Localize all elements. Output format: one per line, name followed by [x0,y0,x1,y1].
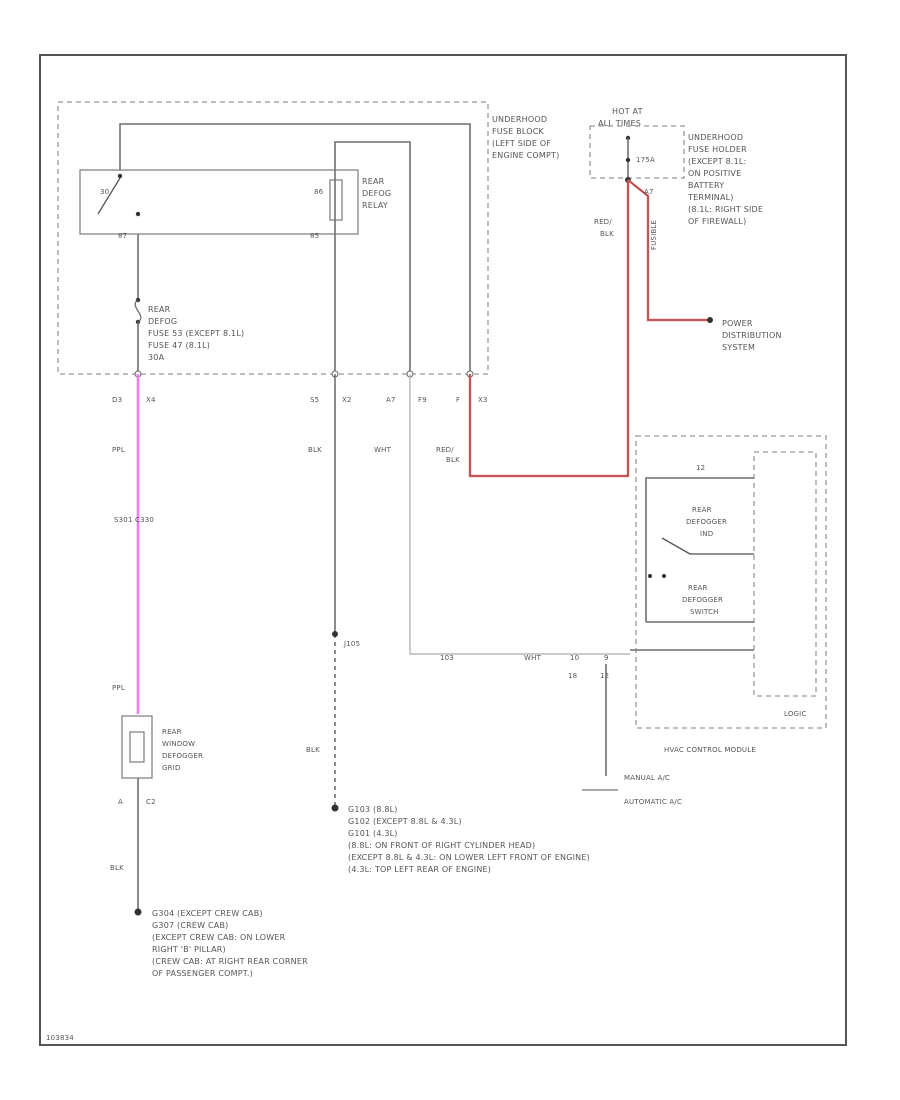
splice-label: S301 C330 [114,516,154,524]
hot-at-all-times: HOT AT ALL TIMES [598,107,645,128]
fuse-block-label: UNDERHOOD FUSE BLOCK (LEFT SIDE OF ENGIN… [492,115,559,160]
relay-coil [329,179,343,221]
splice-j105-label: J105 [343,640,360,648]
grid-pin-a: A [118,798,123,806]
page-frame [39,54,847,1046]
fuse-holder-boundary [589,125,685,179]
fusible-link-wire-core [627,179,708,321]
hot-dot-mid [625,157,631,163]
hvac-module-boundary [635,435,827,729]
fuse-size-label: A7 [644,188,654,196]
relay-pin-30: 30 [100,188,109,196]
relay-name: REAR DEFOG RELAY [362,177,394,210]
automatic-ac-label: AUTOMATIC A/C [624,798,682,806]
ppl-bottom-label: PPL [112,684,125,692]
defogger-ind-label: REAR DEFOGGER IND [686,506,730,538]
hvac-module-label: HVAC CONTROL MODULE [664,746,756,754]
splice-j105-dot [332,631,338,637]
ground-right-dot [331,804,339,812]
blk-grid-label: BLK [110,864,124,872]
hot-wire-size: 175A [636,156,655,164]
relay-pin-86: 86 [314,188,324,196]
power-dist-label: POWER DISTRIBUTION SYSTEM [722,319,784,352]
pin-12-label: 12 [696,464,705,472]
red-blk-top-label: RED/ BLK [594,218,614,238]
ground-left-dot [134,908,142,916]
relay-switch-feed-wire [119,123,471,374]
wire-wht-label: WHT [524,654,542,662]
grid-pin-c2: C2 [146,798,156,806]
rear-defog-relay-box [79,169,359,235]
relay-contact-dot [117,173,123,179]
relay-pin-85: 85 [310,232,319,240]
red-blk-feed-wire-core [469,180,629,477]
page-code: 103834 [46,1034,74,1042]
grid-label: REAR WINDOW DEFOGGER GRID [162,728,206,772]
switch-dot-1 [648,574,652,578]
pin-x4: X4 [146,396,156,404]
defogger-grid-box [121,715,153,779]
fuse-holder-label: UNDERHOOD FUSE HOLDER (EXCEPT 8.1L: ON P… [687,133,766,226]
wire-103-label: 103 [440,654,454,662]
conn-18-label: 18 [568,672,577,680]
logic-label: LOGIC [784,710,807,718]
defogger-grid-element [129,731,145,763]
relay-coil-feed-wire [334,141,411,374]
wire-10-label: 10 [570,654,579,662]
fuse-name: REAR DEFOG FUSE 53 (EXCEPT 8.1L) FUSE 47… [148,305,247,362]
hvac-internal-wire [645,477,754,622]
conn-12-label: 12 [600,672,609,680]
wht-wire [409,374,630,655]
pin-s5: S5 [310,396,319,404]
blk-low-label: BLK [306,746,320,754]
red-blk-mid-label: RED/ BLK [436,446,460,464]
indicator-switch [661,537,691,555]
relay-switch-contact [97,177,121,215]
power-dist-dot [707,317,713,323]
wht-mid-label: WHT [374,446,392,454]
relay-pin-87: 87 [118,232,127,240]
ppl-top-label: PPL [112,446,125,454]
relay-contact-dot-2 [135,211,141,217]
pin-d3: D3 [112,396,122,404]
fusible-label: FUSIBLE [650,220,658,250]
pin-f9: F9 [418,396,427,404]
pin-x3: X3 [478,396,488,404]
hvac-logic-boundary [753,451,817,697]
fuse-element [134,299,142,323]
pin-f: F [456,396,460,404]
ground-left-label: G304 (EXCEPT CREW CAB) G307 (CREW CAB) (… [152,909,311,978]
switch-dot-2 [662,574,666,578]
pin-x2: X2 [342,396,352,404]
manual-ac-label: MANUAL A/C [624,774,670,782]
ground-right-label: G103 (8.8L) G102 (EXCEPT 8.8L & 4.3L) G1… [348,805,593,874]
wire-9-label: 9 [604,654,609,662]
pin-a7: A7 [386,396,396,404]
blk-mid-label: BLK [308,446,322,454]
defogger-sw-label: REAR DEFOGGER SWITCH [682,584,726,616]
